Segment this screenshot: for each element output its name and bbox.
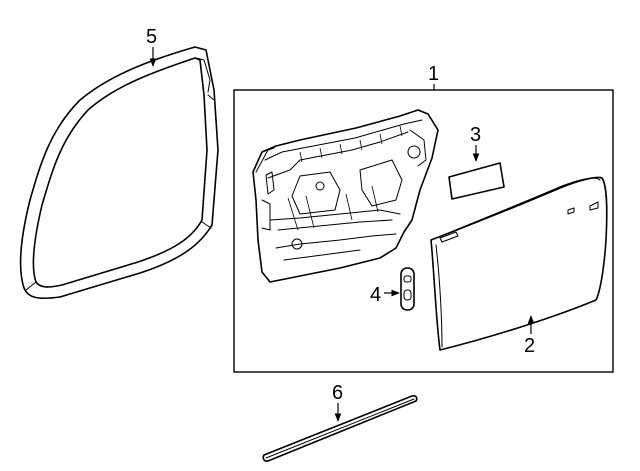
callout-1: 1 (428, 63, 439, 85)
callout-2: 2 (524, 335, 535, 357)
weatherstrip-seal (19, 46, 219, 300)
callout-4: 4 (370, 284, 381, 306)
callout-3: 3 (470, 124, 481, 146)
insulator-pad (448, 162, 505, 200)
bracket-part (400, 267, 415, 311)
outer-door-panel (430, 176, 608, 351)
assembly-box (233, 89, 614, 373)
door-inner-frame (252, 109, 439, 283)
callout-6: 6 (332, 382, 343, 404)
molding-strip (262, 395, 418, 462)
callout-5: 5 (146, 26, 157, 48)
